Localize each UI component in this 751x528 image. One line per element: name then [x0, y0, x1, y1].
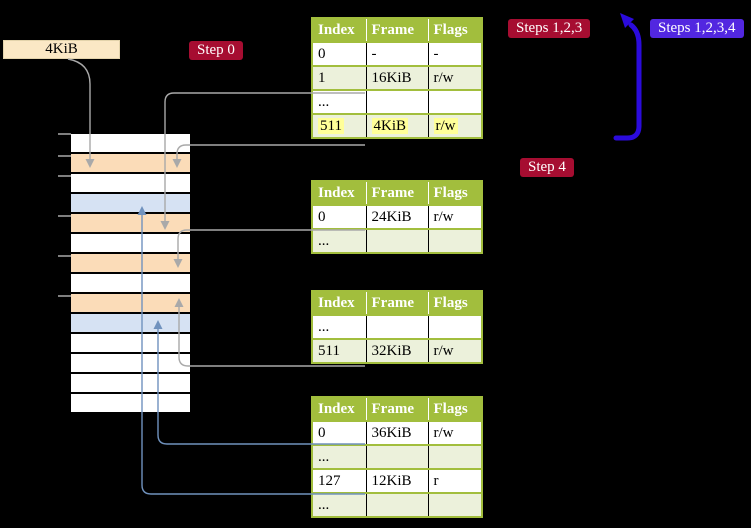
- table-cell: [365, 89, 429, 115]
- column-header-frame: Frame: [366, 290, 429, 316]
- table-cell: r/w: [427, 113, 483, 139]
- table-cell: 511: [311, 113, 367, 139]
- steps1234-badge: Steps 1,2,3,4: [650, 19, 744, 38]
- arrowhead-up-left-icon: [620, 13, 634, 28]
- table-cell: r/w: [427, 65, 483, 91]
- highlighted-value: 4KiB: [371, 117, 409, 134]
- table-row: ...: [311, 314, 483, 340]
- memory-frame-white: [71, 274, 190, 292]
- memory-frame-blue: [71, 194, 190, 212]
- step4-badge: Step 4: [520, 158, 574, 177]
- table-cell: r/w: [427, 420, 483, 446]
- big-loop-arrow: [613, 22, 642, 141]
- table-cell: [427, 492, 483, 518]
- table-cell: [365, 492, 429, 518]
- table-cell: 0: [311, 420, 367, 446]
- table-cell: [427, 89, 483, 115]
- memory-frame-peach: [71, 294, 190, 312]
- address-tick: [58, 175, 71, 177]
- table-row: 511 4KiB r/w: [311, 113, 483, 139]
- table-cell: 1: [311, 65, 367, 91]
- table-cell: 24KiB: [365, 204, 429, 230]
- column-header-frame: Frame: [366, 180, 429, 206]
- memory-frame-white: [71, 334, 190, 352]
- frame-4kib-label: 4KiB: [3, 40, 120, 59]
- step0-badge: Step 0: [189, 41, 243, 60]
- column-header-frame: Frame: [366, 396, 429, 422]
- memory-frame-peach: [71, 214, 190, 232]
- column-header-flags: Flags: [428, 17, 483, 43]
- table-cell: 32KiB: [365, 338, 429, 364]
- table-cell: 0: [311, 41, 367, 67]
- table-cell: 0: [311, 204, 367, 230]
- table-cell: 127: [311, 468, 367, 494]
- table-cell: [365, 228, 429, 254]
- column-header-flags: Flags: [428, 396, 483, 422]
- address-tick: [58, 255, 71, 257]
- table-cell: [365, 314, 429, 340]
- memory-frame-white: [71, 354, 190, 372]
- table-cell: [365, 444, 429, 470]
- column-header-index: Index: [311, 290, 367, 316]
- memory-frame-peach: [71, 254, 190, 272]
- highlighted-value: r/w: [433, 117, 458, 134]
- address-tick: [58, 155, 71, 157]
- table-cell: 36KiB: [365, 420, 429, 446]
- table-cell: ...: [311, 444, 367, 470]
- table-row: ...: [311, 444, 483, 470]
- table-cell: ...: [311, 228, 367, 254]
- address-tick: [58, 133, 71, 135]
- table-cell: [427, 314, 483, 340]
- table-cell: [427, 228, 483, 254]
- table-cell: -: [365, 41, 429, 67]
- memory-frame-blue: [71, 314, 190, 332]
- physical-memory-stack: [71, 134, 190, 414]
- highlighted-value: 511: [318, 117, 344, 134]
- memory-frame-white: [71, 234, 190, 252]
- table-cell: ...: [311, 89, 367, 115]
- table-row: ...: [311, 492, 483, 518]
- table-cell: ...: [311, 314, 367, 340]
- column-header-flags: Flags: [428, 180, 483, 206]
- memory-frame-peach: [71, 154, 190, 172]
- table-cell: 16KiB: [365, 65, 429, 91]
- column-header-index: Index: [311, 396, 367, 422]
- table-cell: [427, 444, 483, 470]
- table-cell: r: [427, 468, 483, 494]
- table-cell: r/w: [427, 338, 483, 364]
- table-cell: 12KiB: [365, 468, 429, 494]
- column-header-index: Index: [311, 17, 367, 43]
- table-row: ...: [311, 228, 483, 254]
- memory-frame-white: [71, 134, 190, 152]
- column-header-frame: Frame: [366, 17, 429, 43]
- table-row: 0--: [311, 41, 483, 67]
- memory-frame-white: [71, 394, 190, 412]
- memory-frame-white: [71, 374, 190, 392]
- connector-l4-511-to-frame-4kib: [176, 144, 365, 159]
- steps123-badge: Steps 1,2,3: [508, 19, 591, 38]
- memory-frame-white: [71, 174, 190, 192]
- address-tick: [58, 295, 71, 297]
- table-row: ...: [311, 89, 483, 115]
- table-cell: -: [427, 41, 483, 67]
- table-cell: 511: [311, 338, 367, 364]
- table-cell: 4KiB: [365, 113, 429, 139]
- column-header-flags: Flags: [428, 290, 483, 316]
- column-header-index: Index: [311, 180, 367, 206]
- table-cell: ...: [311, 492, 367, 518]
- address-tick: [58, 215, 71, 217]
- table-cell: r/w: [427, 204, 483, 230]
